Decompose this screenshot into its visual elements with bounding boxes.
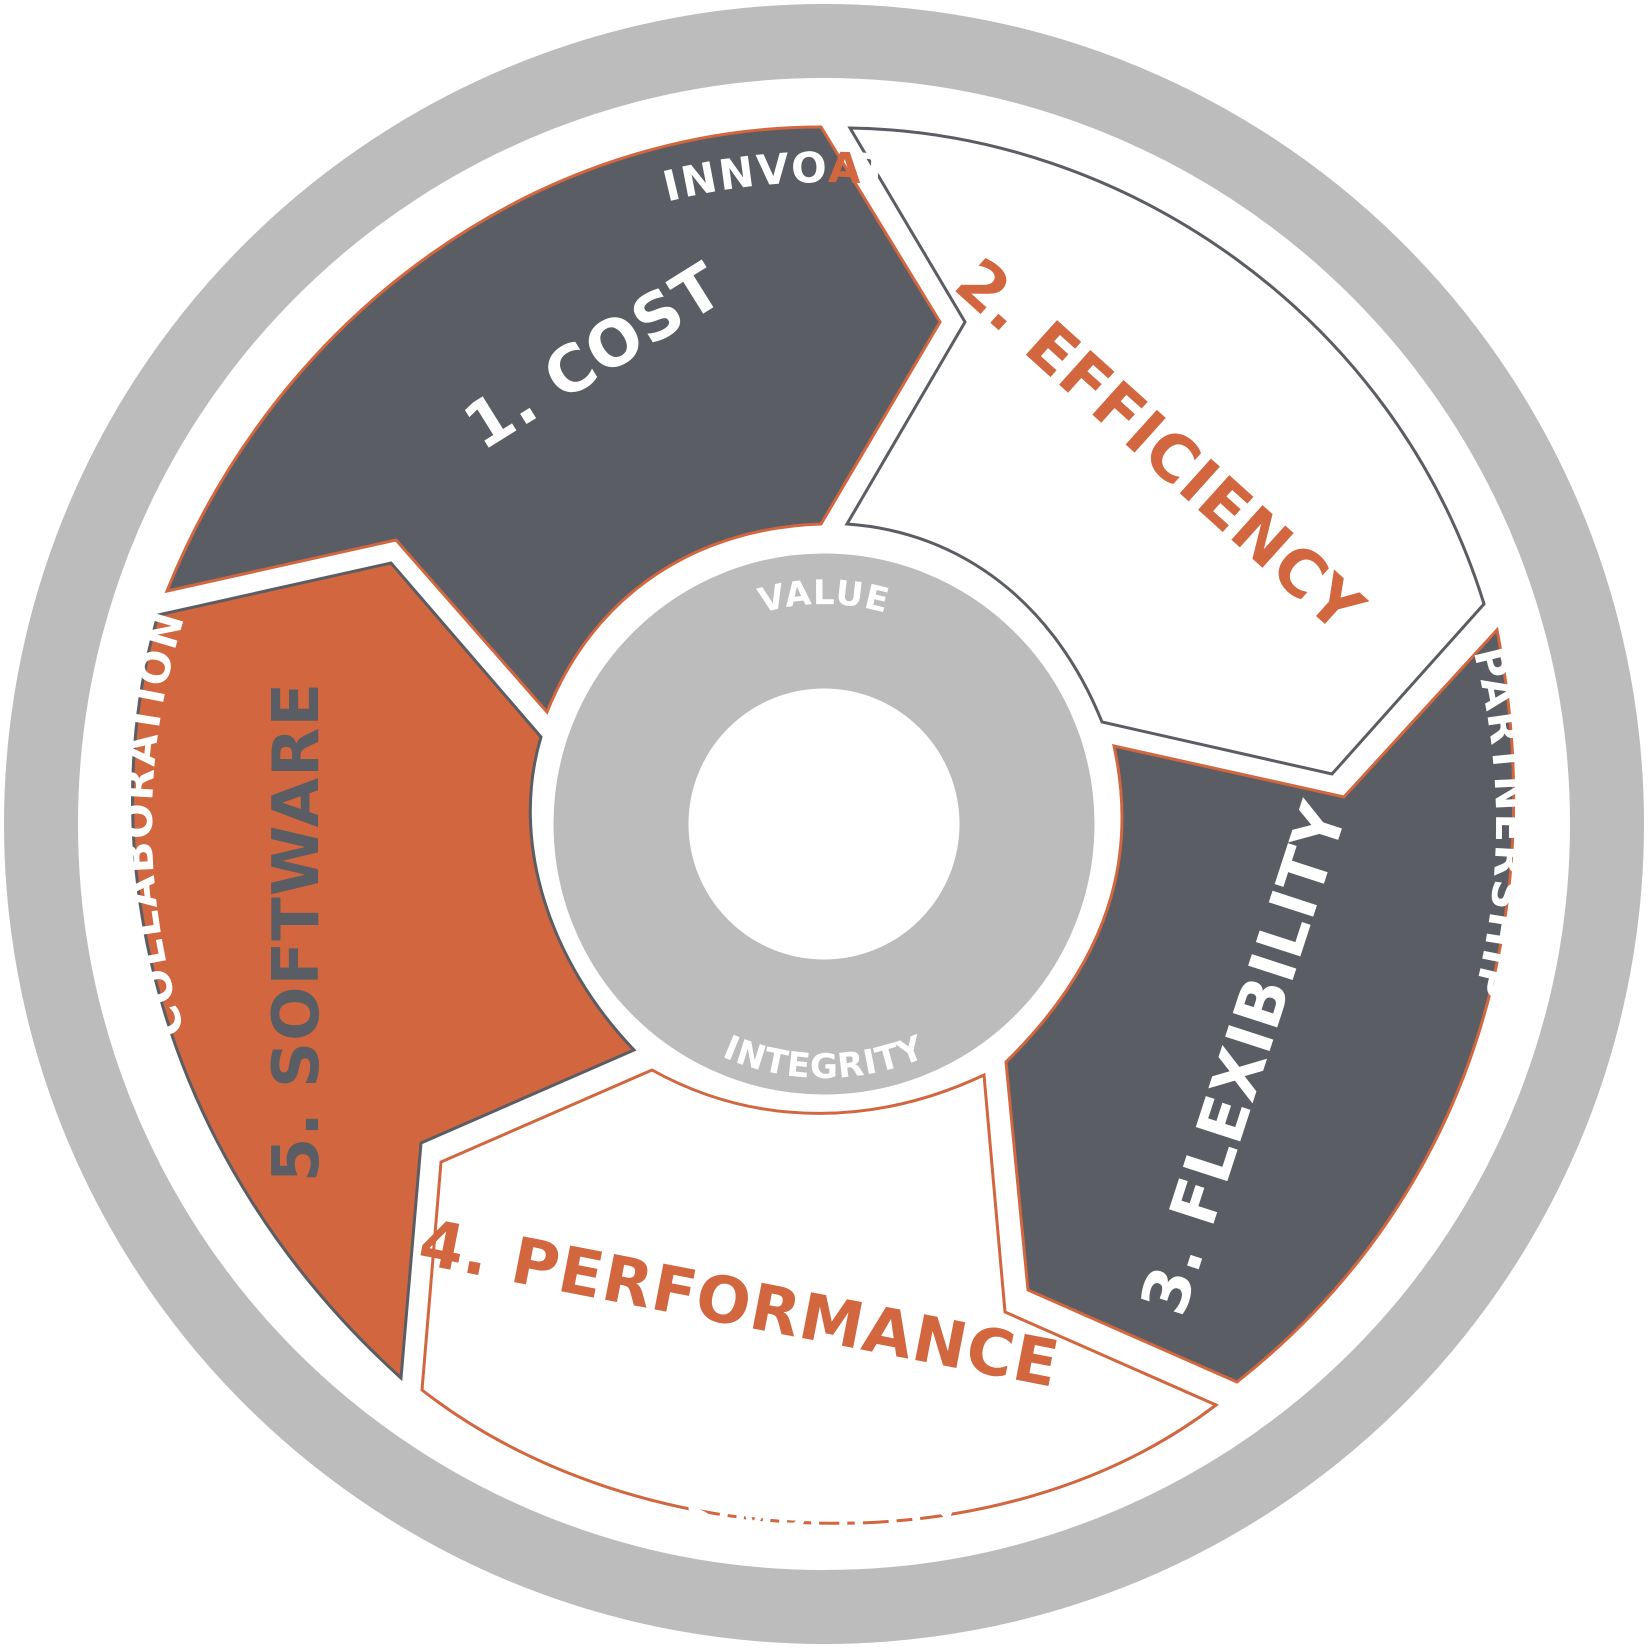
inner-ring bbox=[553, 553, 1095, 1095]
segment-efficiency bbox=[844, 126, 1486, 776]
segment-cost bbox=[164, 125, 942, 715]
segment-performance bbox=[420, 1068, 1219, 1525]
outer-ring bbox=[4, 4, 1644, 1644]
segment-software bbox=[131, 561, 637, 1382]
segment-label-software: 5. SOFTWARE bbox=[260, 682, 334, 1182]
segments bbox=[131, 125, 1516, 1525]
segment-flexibility bbox=[1004, 626, 1516, 1384]
